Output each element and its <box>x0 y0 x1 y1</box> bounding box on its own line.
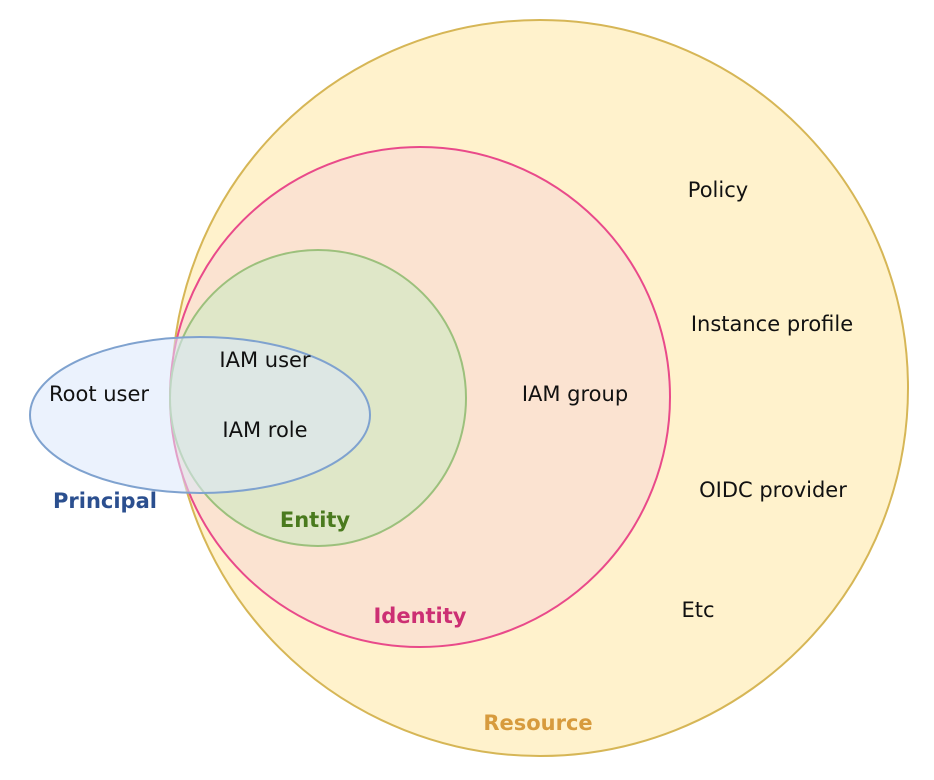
resource-label: Resource <box>483 711 592 735</box>
entity-label: Entity <box>280 508 351 532</box>
root-user-text: Root user <box>49 382 149 406</box>
oidc-provider-text: OIDC provider <box>699 478 847 502</box>
iam-group-text: IAM group <box>522 382 628 406</box>
iam-role-text: IAM role <box>222 418 307 442</box>
principal-label: Principal <box>53 489 157 513</box>
instance-profile-text: Instance profile <box>691 312 853 336</box>
policy-text: Policy <box>688 178 748 202</box>
etc-text: Etc <box>681 598 714 622</box>
principal-ellipse <box>29 336 371 494</box>
identity-label: Identity <box>373 604 466 628</box>
iam-user-text: IAM user <box>219 348 311 372</box>
